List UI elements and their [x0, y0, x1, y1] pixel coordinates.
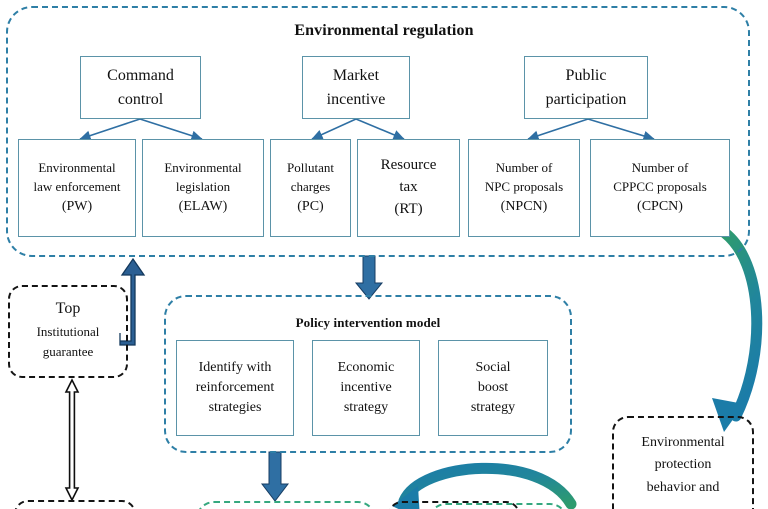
node-resource-tax[interactable]: Resource tax (RT)	[357, 139, 460, 237]
node-line: legislation	[175, 178, 231, 194]
node-social-boost-strategy[interactable]: Social boost strategy	[438, 340, 548, 436]
node-economic-incentive-strategy[interactable]: Economic incentive strategy	[312, 340, 420, 436]
arrow-policy-to-bottom	[260, 451, 290, 502]
bottom-right-partial-box[interactable]	[428, 503, 568, 509]
node-line: (ELAW)	[178, 198, 228, 214]
node-line: control	[117, 90, 164, 108]
node-line: (RT)	[394, 200, 423, 217]
node-public-participation[interactable]: Public participation	[524, 56, 648, 119]
node-line: tax	[399, 179, 418, 196]
institutional-line-1: Top	[55, 300, 81, 317]
node-pollutant-charges[interactable]: Pollutant charges (PC)	[270, 139, 351, 237]
node-line: Number of	[631, 160, 689, 175]
node-line: Public	[565, 67, 607, 85]
node-line: Market	[332, 67, 380, 85]
node-line: Economic	[337, 359, 395, 375]
institutional-line-3: guarantee	[42, 344, 94, 360]
policy-intervention-panel	[164, 295, 572, 453]
node-line: Command	[107, 67, 174, 85]
node-line: strategies	[208, 400, 262, 416]
node-market-incentive[interactable]: Market incentive	[302, 56, 410, 119]
node-line: strategy	[343, 400, 389, 416]
node-line: Social	[475, 359, 511, 375]
node-line: Resource	[380, 157, 437, 174]
arrow-double-left	[64, 378, 80, 502]
behavior-line-3: behavior and	[646, 479, 720, 495]
behavior-line-2: protection	[654, 457, 712, 473]
node-cppcc-proposals[interactable]: Number of CPPCC proposals (CPCN)	[590, 139, 730, 237]
node-line: reinforcement	[195, 379, 275, 395]
node-line: CPPCC proposals	[613, 178, 707, 194]
node-identify-reinforcement-strategies[interactable]: Identify with reinforcement strategies	[176, 340, 294, 436]
environmental-regulation-panel	[6, 6, 750, 257]
bottom-center-partial-box[interactable]	[196, 501, 376, 509]
node-line: Environmental	[38, 160, 116, 175]
environmental-regulation-title: Environmental regulation	[294, 22, 474, 39]
node-line: incentive	[340, 379, 392, 395]
node-line: Environmental	[164, 160, 242, 175]
node-line: strategy	[470, 400, 516, 416]
node-line: (CPCN)	[637, 198, 683, 214]
node-line: incentive	[326, 90, 386, 108]
arrow-curved-right-gradient	[712, 227, 763, 432]
node-command-control[interactable]: Command control	[80, 56, 201, 119]
behavior-line-1: Environmental	[641, 435, 725, 450]
node-line: Number of	[495, 160, 553, 175]
environmental-behavior-box[interactable]: Environmental protection behavior and	[612, 416, 754, 509]
node-environmental-law-enforcement[interactable]: Environmental law enforcement (PW)	[18, 139, 136, 237]
policy-intervention-title: Policy intervention model	[295, 315, 441, 330]
node-environmental-legislation[interactable]: Environmental legislation (ELAW)	[142, 139, 264, 237]
node-line: law enforcement	[33, 178, 121, 194]
node-line: Identify with	[198, 359, 272, 375]
node-line: boost	[477, 379, 509, 395]
node-line: participation	[545, 90, 627, 108]
arrow-regulation-to-policy	[354, 255, 384, 300]
node-line: Pollutant	[287, 160, 334, 175]
node-line: (PW)	[61, 198, 93, 214]
node-npc-proposals[interactable]: Number of NPC proposals (NPCN)	[468, 139, 580, 237]
institutional-line-2: Institutional	[36, 323, 100, 339]
node-line: (NPCN)	[500, 198, 548, 214]
node-line: (PC)	[297, 198, 324, 214]
node-line: charges	[290, 178, 331, 194]
bottom-left-partial-box[interactable]	[14, 500, 136, 509]
institutional-guarantee-box[interactable]: Top Institutional guarantee	[8, 285, 128, 378]
node-line: NPC proposals	[484, 178, 564, 194]
